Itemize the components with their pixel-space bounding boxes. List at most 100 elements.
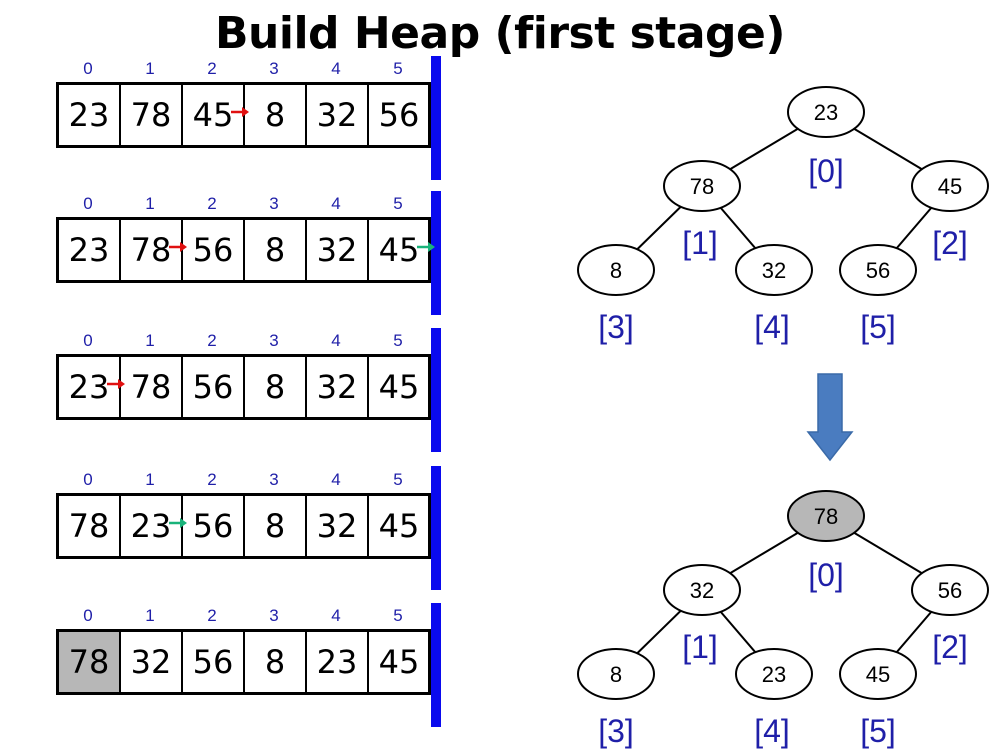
array-index: 2 [207, 470, 217, 489]
compare-arrow-icon [417, 242, 435, 252]
tree-node-value: 45 [938, 174, 962, 199]
tree-edge [615, 185, 703, 271]
array-cell: 8 [243, 630, 307, 694]
array-cell: 45 [367, 494, 431, 558]
array-cell: 56 [181, 355, 245, 419]
array-cell: 32 [305, 218, 369, 282]
array-cell: 32 [305, 494, 369, 558]
heap-boundary-bar [431, 603, 441, 727]
array-index: 3 [269, 606, 279, 625]
tree-node-value: 8 [610, 662, 622, 687]
tree-index-label: [5] [860, 309, 896, 345]
tree-index-label: [0] [808, 153, 844, 189]
tree-node [839, 648, 917, 700]
tree-node [839, 244, 917, 296]
tree-node [735, 648, 813, 700]
array-cell: 8 [243, 218, 307, 282]
tree-node-value: 78 [814, 504, 838, 529]
compare-arrow-icon [169, 518, 187, 528]
tree-node [735, 244, 813, 296]
array-index: 2 [207, 331, 217, 350]
array-cell: 45 [367, 630, 431, 694]
tree-node [787, 86, 865, 138]
array-cell: 8 [243, 494, 307, 558]
tree-node [911, 564, 989, 616]
tree-node [787, 490, 865, 542]
array-index: 4 [331, 331, 341, 350]
array-index: 1 [145, 194, 155, 213]
tree-index-label: [0] [808, 557, 844, 593]
array-cell: 23 [57, 83, 121, 147]
array-cell: 78 [57, 494, 121, 558]
array-index: 3 [269, 470, 279, 489]
tree-edge [825, 111, 951, 187]
array-index: 5 [393, 606, 403, 625]
array-index: 4 [331, 606, 341, 625]
down-arrow-icon [806, 373, 854, 462]
tree-index-label: [5] [860, 713, 896, 749]
array-cell: 23 [57, 218, 121, 282]
array-index: 5 [393, 59, 403, 78]
tree-edge [701, 515, 827, 591]
array-cell: 56 [181, 218, 245, 282]
tree-node [663, 160, 741, 212]
tree-node [663, 564, 741, 616]
array-cell: 32 [305, 355, 369, 419]
tree-node-value: 8 [610, 258, 622, 283]
array-cell: 32 [119, 630, 183, 694]
array-index: 5 [393, 331, 403, 350]
tree-index-label: [4] [754, 309, 790, 345]
tree-node-value: 45 [866, 662, 890, 687]
array-index: 2 [207, 194, 217, 213]
tree-node-value: 32 [762, 258, 786, 283]
array-index: 3 [269, 59, 279, 78]
swap-arrow-icon [169, 242, 187, 252]
array-cell: 23 [305, 630, 369, 694]
tree-index-label: [1] [682, 225, 718, 261]
array-index: 0 [83, 59, 93, 78]
array-cell: 23 [57, 355, 121, 419]
array-index: 5 [393, 470, 403, 489]
tree-edge [877, 589, 951, 675]
array-index: 3 [269, 194, 279, 213]
array-cell: 56 [181, 630, 245, 694]
array-cell: 78 [119, 83, 183, 147]
tree-edge [615, 589, 703, 675]
array-index: 4 [331, 194, 341, 213]
page-title: Build Heap (first stage) [215, 8, 785, 59]
tree-node [577, 648, 655, 700]
heap-boundary-bar [431, 191, 441, 315]
tree-node-value: 32 [690, 578, 714, 603]
tree-edge [701, 111, 827, 187]
array-index: 1 [145, 331, 155, 350]
tree-node-value: 56 [866, 258, 890, 283]
array-index: 0 [83, 194, 93, 213]
array-cell: 8 [243, 355, 307, 419]
array-index: 4 [331, 59, 341, 78]
array-cell: 78 [119, 355, 183, 419]
array-cell: 8 [243, 83, 307, 147]
array-cell: 45 [367, 355, 431, 419]
array-index: 2 [207, 606, 217, 625]
array-cell: 45 [181, 83, 245, 147]
array-cell: 56 [181, 494, 245, 558]
swap-arrow-icon [107, 379, 125, 389]
tree-index-label: [1] [682, 629, 718, 665]
array-index: 4 [331, 470, 341, 489]
tree-edge [701, 589, 775, 675]
array-index: 1 [145, 606, 155, 625]
heap-boundary-bar [431, 56, 441, 180]
tree-node-value: 78 [690, 174, 714, 199]
swap-arrow-icon [231, 107, 249, 117]
array-index: 3 [269, 331, 279, 350]
tree-node-value: 23 [762, 662, 786, 687]
tree-index-label: [2] [932, 629, 968, 665]
array-index: 0 [83, 606, 93, 625]
array-index: 5 [393, 194, 403, 213]
tree-index-label: [3] [598, 713, 634, 749]
array-cell: 32 [305, 83, 369, 147]
heap-boundary-bar [431, 466, 441, 590]
